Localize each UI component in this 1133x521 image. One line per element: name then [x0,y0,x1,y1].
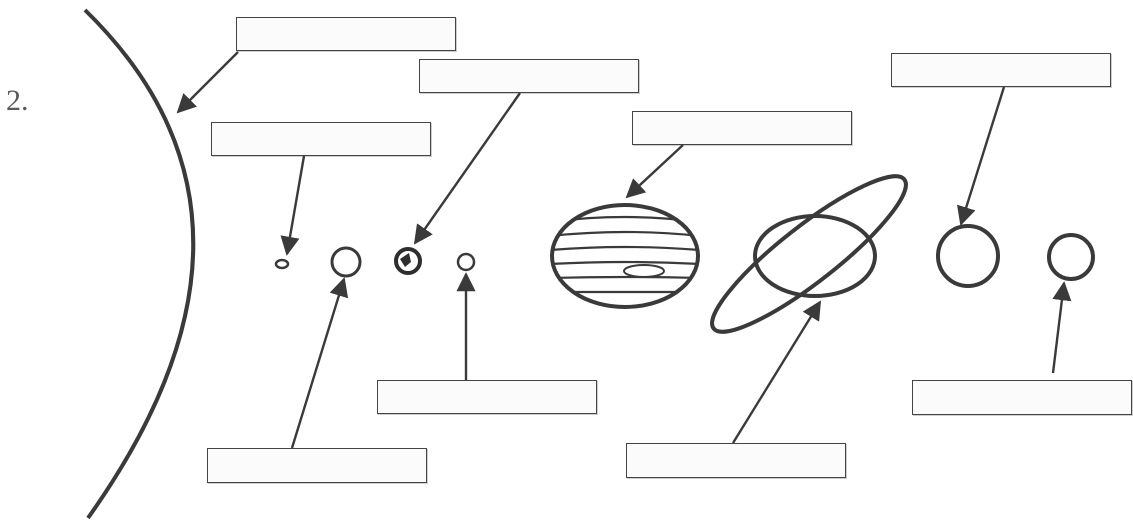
planet-icon [1049,235,1093,279]
arrow-to-planet-6 [733,302,820,443]
small-planet-icon [276,260,288,268]
sun-arc-icon [85,10,193,518]
earth-like-planet-icon [396,249,420,273]
arrow-to-planet-2 [292,279,344,448]
arrow-to-planet-7 [961,87,1004,224]
banded-giant-planet-icon [550,205,700,307]
arrow-to-planet-8 [1053,283,1064,373]
arrow-to-planet-5 [627,145,683,197]
planet-icon [332,248,360,276]
arrow-to-planet-3 [415,93,520,243]
arrow-to-sun [178,52,238,112]
arrow-to-planet-1 [287,156,304,254]
small-planet-icon [458,254,474,270]
planet-icon [938,226,998,286]
